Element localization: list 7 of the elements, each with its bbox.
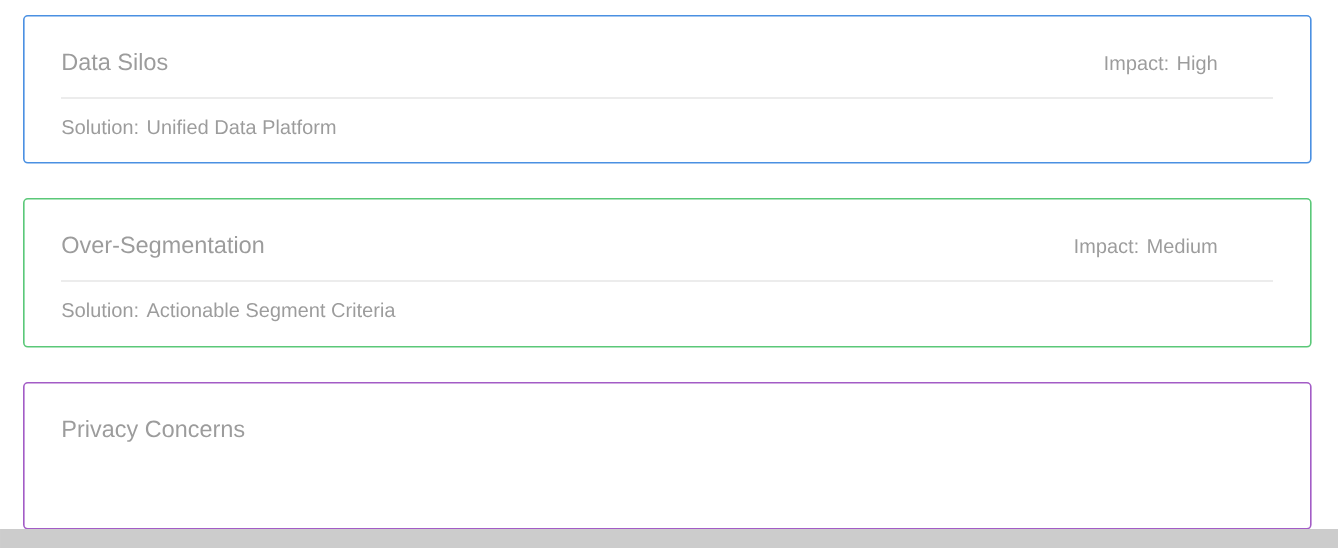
solution-text: Solution: Actionable Segment Criteria (62, 302, 396, 322)
solution-text: Solution: Unified Data Platform (62, 119, 336, 135)
card-title: Data Silos (63, 53, 168, 71)
impact-label: Impact: High (1105, 55, 1217, 75)
card-title: Over-Segmentation (62, 236, 264, 258)
card-title: Privacy Concerns (63, 420, 245, 442)
impact-label: Impact: Medium (1075, 238, 1217, 258)
